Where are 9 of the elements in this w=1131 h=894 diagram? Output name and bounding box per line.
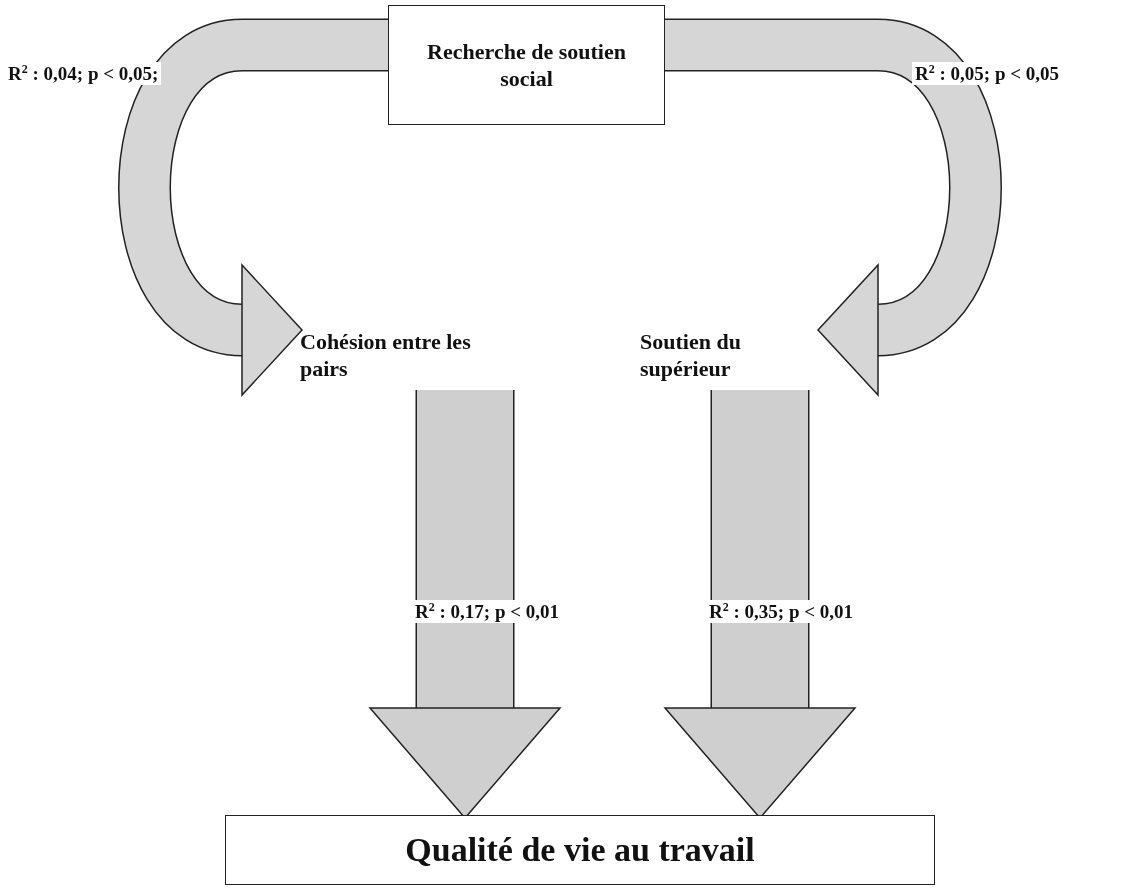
block-arrow (665, 18, 1002, 395)
edge-label: R$^{2}$ : 0,04; p < 0,05; (5, 62, 162, 86)
node-text: Recherche de soutien social (426, 37, 627, 93)
node-text: Qualité de vie au travail (405, 829, 755, 870)
block-arrow (118, 18, 388, 395)
node-text: Cohésion entre les pairs (300, 327, 472, 383)
node-text: Soutien du supérieur (640, 327, 742, 383)
process-box (388, 5, 665, 125)
process-box (225, 815, 935, 885)
